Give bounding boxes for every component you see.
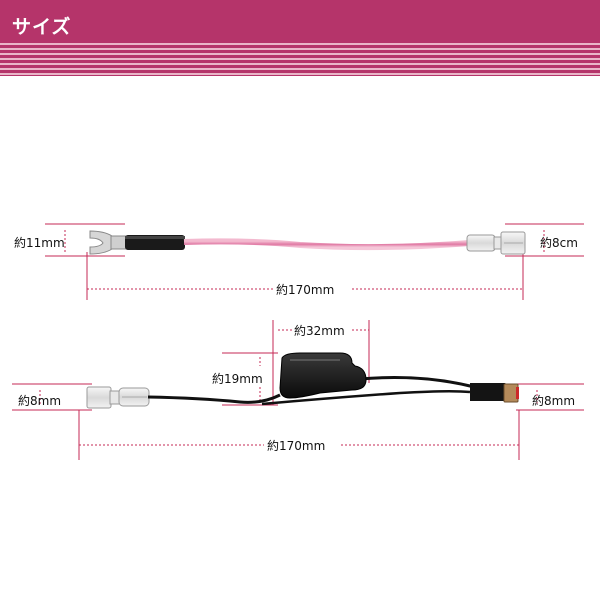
bottom-length-label: 約170mm (267, 439, 326, 453)
ring-terminal (89, 230, 128, 255)
bottom-black-wire-lower (261, 389, 471, 406)
bullet-terminal (503, 383, 519, 403)
holder-width-label: 約32mm (294, 324, 345, 338)
top-right-size-label: 約8cm (540, 236, 578, 250)
top-cable (45, 223, 584, 300)
top-flat-terminal (466, 231, 526, 255)
top-red-wire (183, 238, 471, 251)
bottom-heatshrink (470, 383, 510, 401)
page-title: サイズ (12, 16, 72, 38)
bottom-right-size-label: 約8mm (532, 394, 576, 408)
header-stripes (0, 40, 600, 76)
top-length-label: 約170mm (276, 283, 335, 297)
bottom-left-size-label: 約8mm (18, 394, 62, 408)
holder-height-label: 約19mm (212, 372, 263, 386)
header-banner: サイズ (0, 0, 600, 76)
fuse-holder (279, 352, 367, 399)
bottom-cable (12, 320, 584, 460)
top-left-size-label: 約11mm (14, 236, 65, 250)
bottom-black-wire-left (147, 393, 281, 404)
bottom-flat-terminal (86, 386, 150, 409)
